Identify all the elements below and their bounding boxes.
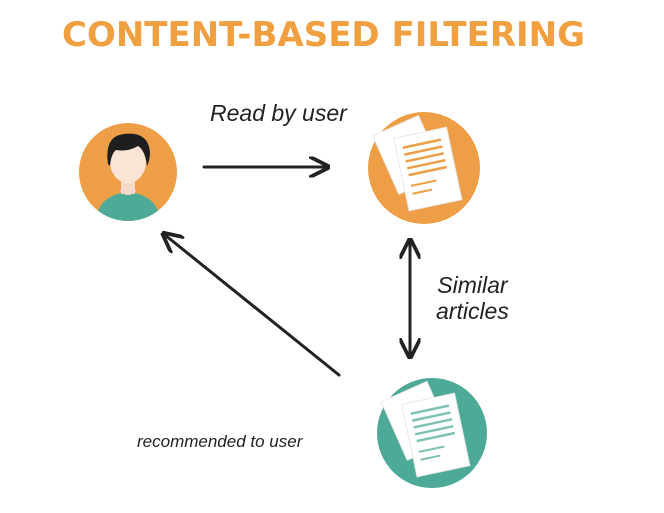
arrow-recommend-to-user (165, 235, 341, 377)
documents-icon (372, 114, 463, 212)
label-read-by-user: Read by user (210, 100, 347, 126)
user-node (79, 123, 177, 221)
label-similar-line1: Similar (437, 272, 508, 298)
label-similar-line2: articles (436, 298, 509, 325)
page-title: CONTENT-BASED FILTERING (62, 15, 586, 55)
similar-articles-node (377, 378, 487, 488)
documents-icon (380, 380, 471, 478)
label-similar-articles: Similar articles (436, 272, 509, 325)
read-articles-node (368, 112, 480, 224)
user-avatar-icon (96, 133, 160, 221)
label-recommended-to-user: recommended to user (137, 432, 303, 451)
